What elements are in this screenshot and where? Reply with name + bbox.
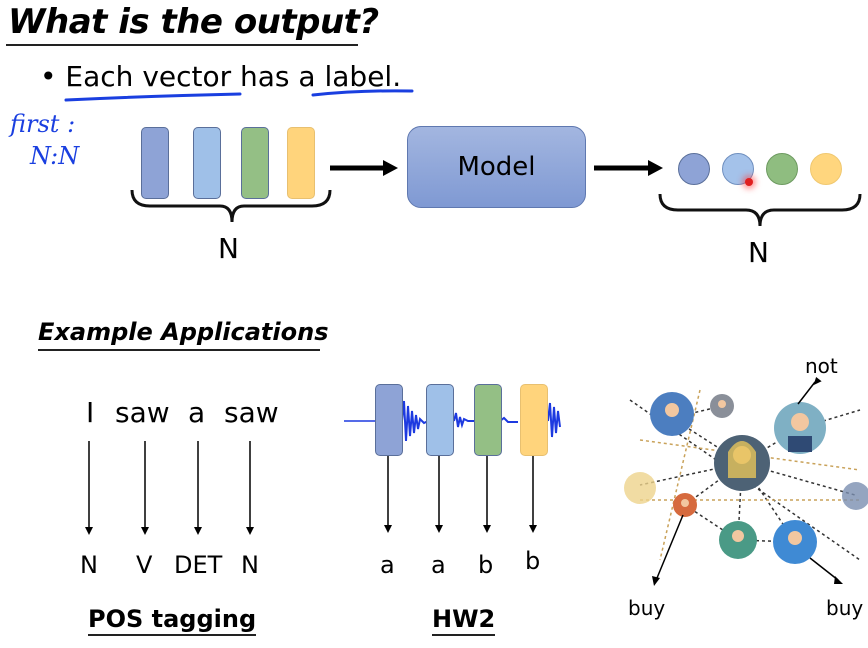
model-box: Model [407, 126, 586, 208]
input-vector [193, 127, 221, 199]
hw2-label: b [525, 547, 541, 575]
pos-arrows [88, 441, 251, 530]
pos-arrowheads [85, 527, 254, 535]
title-underline [6, 44, 358, 46]
handwritten-underline-2 [311, 89, 414, 97]
social-label-buy-left: buy [628, 596, 666, 620]
handwritten-annotation-line2: N:N [30, 142, 80, 170]
output-label-dot [678, 153, 710, 185]
audio-waveform [344, 400, 561, 442]
pointer-cursor [745, 178, 753, 186]
pos-word: saw [115, 396, 170, 429]
person-avatar-left-edge [624, 472, 656, 504]
social-label-not: not [805, 354, 838, 378]
section-title: Example Applications [38, 318, 329, 346]
pos-tag: DET [174, 551, 223, 579]
bullet-part-3: a label [298, 60, 393, 93]
bullet-icon: • [40, 60, 66, 93]
output-brace [658, 193, 862, 227]
hw2-label: b [478, 551, 494, 579]
arrow-to-model-head [383, 160, 398, 176]
audio-frame-vector [375, 384, 403, 456]
audio-frame-vector [426, 384, 454, 456]
output-label-dot [810, 153, 842, 185]
pos-tag: N [241, 551, 259, 579]
output-label-dot [766, 153, 798, 185]
pos-tag: V [136, 551, 153, 579]
section-title-underline [38, 349, 320, 351]
input-vector [287, 127, 315, 199]
bullet-text: • Each vector has a label. [40, 60, 401, 93]
output-count-label: N [748, 236, 769, 269]
buy-right-arrow [809, 557, 839, 581]
input-vector [141, 127, 169, 199]
social-label-buy-right: buy [826, 596, 864, 620]
pos-tag: N [80, 551, 98, 579]
bullet-part-4: . [392, 60, 402, 93]
bullet-part-2: has [231, 60, 299, 93]
pos-caption: POS tagging [88, 604, 257, 636]
hw2-label: a [380, 551, 395, 579]
pos-word: a [188, 396, 206, 429]
hw2-arrows [387, 456, 534, 528]
input-brace [130, 189, 332, 223]
pos-word: I [86, 396, 95, 429]
slide-title: What is the output? [8, 2, 379, 42]
audio-frame-vector [474, 384, 502, 456]
bullet-part-1: Each vector [65, 60, 232, 93]
handwritten-annotation-line1: first : [10, 110, 76, 138]
input-vector [241, 127, 269, 199]
hw2-label: a [431, 551, 446, 579]
buy-left-arrow [656, 514, 684, 579]
audio-frame-vector [520, 384, 548, 456]
model-label: Model [457, 152, 536, 182]
hw2-arrowheads [384, 525, 537, 533]
not-arrow [797, 381, 816, 405]
input-count-label: N [218, 232, 239, 265]
hw2-caption: HW2 [432, 604, 496, 636]
arrow-from-model-head [648, 160, 663, 176]
handwritten-underline-1 [64, 92, 242, 102]
pos-word: saw [224, 396, 279, 429]
person-avatar-right-edge [842, 482, 868, 510]
